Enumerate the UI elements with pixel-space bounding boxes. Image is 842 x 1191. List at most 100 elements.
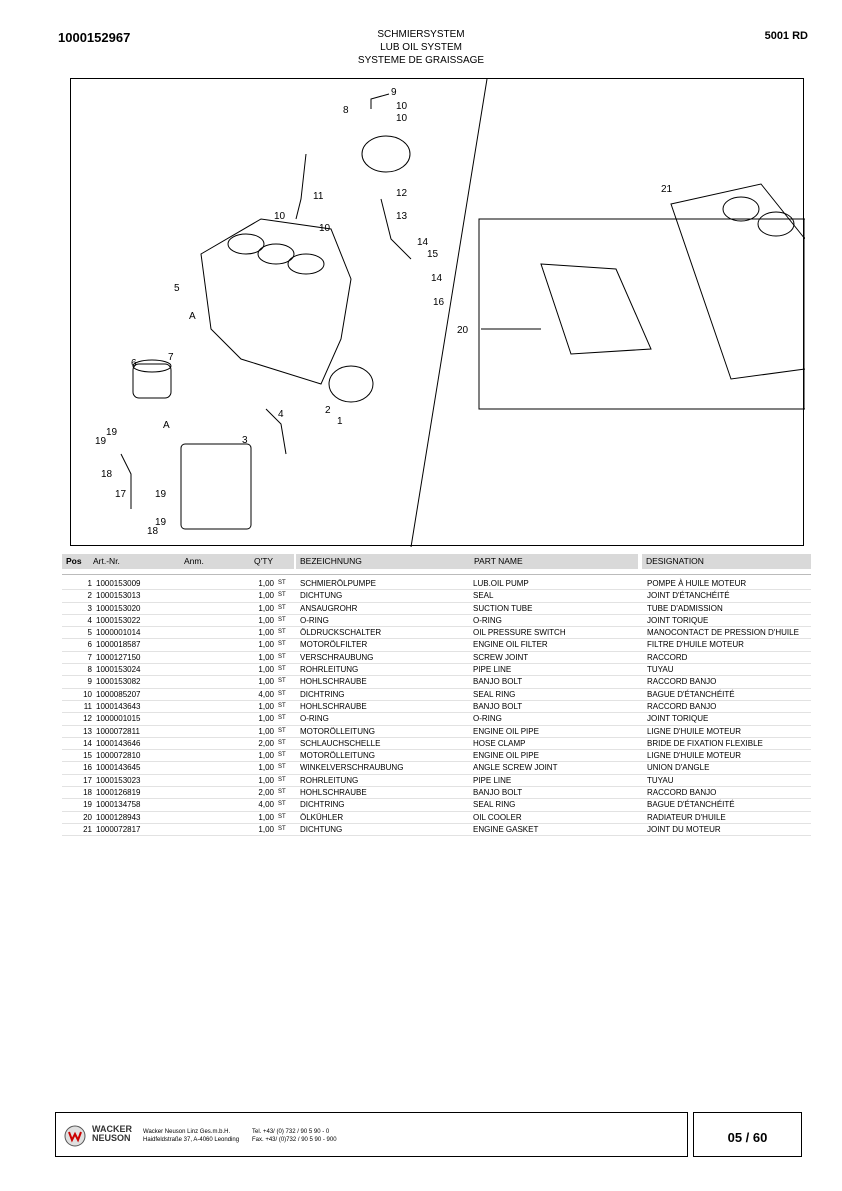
position-cell: 16	[83, 763, 92, 773]
callout-number: 1	[337, 416, 343, 427]
company-street: Haidfeldstraße 37, A-4060 Leonding	[143, 1137, 240, 1143]
position-cell: 13	[83, 726, 92, 736]
english-name-cell: OIL PRESSURE SWITCH	[473, 628, 566, 638]
english-name-cell: ENGINE GASKET	[473, 824, 539, 834]
article-number-cell: 1000153082	[96, 677, 141, 687]
french-name-cell: BAGUE D'ÉTANCHÉITÉ	[647, 800, 735, 810]
french-name-cell: TUBE D'ADMISSION	[647, 603, 723, 613]
german-name-cell: DICHTUNG	[300, 824, 343, 834]
position-cell: 4	[87, 615, 92, 625]
position-cell: 2	[87, 591, 92, 601]
position-cell: 20	[83, 812, 92, 822]
french-name-cell: RACCORD BANJO	[647, 701, 717, 711]
footer-box: WACKER NEUSON Wacker Neuson Linz Ges.m.b…	[55, 1112, 688, 1157]
phone-number: Tel. +43/ (0) 732 / 90 5 90 - 0	[252, 1129, 330, 1135]
callout-number: 17	[115, 489, 127, 500]
article-number-cell: 1000143643	[96, 701, 141, 711]
callout-number: 18	[101, 469, 113, 480]
position-cell: 15	[83, 751, 92, 761]
english-name-cell: BANJO BOLT	[473, 701, 523, 711]
pipe-line	[370, 93, 390, 109]
position-cell: 18	[83, 788, 92, 798]
header-pos: Pos	[62, 554, 89, 569]
german-name-cell: ÖLDRUCKSCHALTER	[300, 628, 382, 638]
french-name-cell: RADIATEUR D'HUILE	[647, 812, 726, 822]
english-name-cell: SEAL RING	[473, 800, 516, 810]
german-name-cell: VERSCHRAUBUNG	[300, 652, 374, 662]
french-name-cell: UNION D'ANGLE	[647, 763, 710, 773]
position-cell: 10	[83, 689, 92, 699]
article-number-cell: 1000018587	[96, 640, 141, 650]
french-name-cell: TUYAU	[647, 665, 674, 675]
position-cell: 7	[87, 652, 92, 662]
french-name-cell: FILTRE D'HUILE MOTEUR	[647, 640, 744, 650]
quantity-cell: 1,00	[258, 652, 274, 662]
callout-number: 12	[396, 188, 408, 199]
german-name-cell: MOTORÖLLEITUNG	[300, 751, 375, 761]
oil-pump-shape	[328, 365, 374, 403]
unit-cell: ST	[278, 776, 286, 783]
callout-number: 10	[396, 113, 408, 124]
header-rule	[62, 574, 811, 575]
german-name-cell: DICHTRING	[300, 689, 345, 699]
engine-block-shape	[200, 218, 352, 385]
german-name-cell: SCHMIERÖLPUMPE	[300, 579, 377, 588]
article-number-cell: 1000001015	[96, 714, 141, 724]
header-french-name: DESIGNATION	[642, 554, 811, 569]
pipe-line	[380, 198, 412, 260]
article-number-cell: 1000153009	[96, 579, 141, 588]
quantity-cell: 1,00	[258, 677, 274, 687]
unit-cell: ST	[278, 690, 286, 697]
unit-cell: ST	[278, 666, 286, 673]
callout-number: 5	[174, 283, 180, 294]
unit-cell: ST	[278, 752, 286, 759]
logo-line-2: NEUSON	[92, 1133, 131, 1143]
position-cell: 8	[87, 665, 92, 675]
section-titles: SCHMIERSYSTEM LUB OIL SYSTEM SYSTEME DE …	[0, 28, 842, 67]
callout-number: 14	[431, 273, 443, 284]
german-name-cell: ROHRLEITUNG	[300, 775, 359, 785]
english-name-cell: O-RING	[473, 714, 502, 724]
callout-number: 8	[343, 105, 349, 116]
title-french: SYSTEME DE GRAISSAGE	[357, 55, 485, 66]
callout-number: 19	[155, 489, 167, 500]
english-name-cell: SEAL RING	[473, 689, 516, 699]
oil-filter-top	[132, 359, 172, 373]
french-name-cell: LIGNE D'HUILE MOTEUR	[647, 726, 741, 736]
french-name-cell: MANOCONTACT DE PRESSION D'HUILE	[647, 628, 799, 638]
unit-cell: ST	[278, 653, 286, 660]
callout-number: 21	[661, 184, 673, 195]
french-name-cell: JOINT TORIQUE	[647, 714, 709, 724]
company-name: Wacker Neuson Linz Ges.m.b.H.	[143, 1129, 231, 1135]
english-name-cell: PIPE LINE	[473, 665, 512, 675]
company-contact: Tel. +43/ (0) 732 / 90 5 90 - 0 Fax. +43…	[252, 1128, 337, 1144]
german-name-cell: ROHRLEITUNG	[300, 665, 359, 675]
callout-number: 13	[396, 211, 408, 222]
position-cell: 9	[87, 677, 92, 687]
unit-cell: ST	[278, 702, 286, 709]
english-name-cell: HOSE CLAMP	[473, 738, 526, 748]
unit-cell: ST	[278, 580, 286, 586]
french-name-cell: RACCORD	[647, 652, 688, 662]
article-number-cell: 1000085207	[96, 689, 141, 699]
header-remarks: Anm.	[154, 554, 234, 569]
article-number-cell: 1000001014	[96, 628, 141, 638]
callout-number: 4	[278, 409, 284, 420]
unit-cell: ST	[278, 825, 286, 832]
quantity-cell: 1,00	[258, 751, 274, 761]
